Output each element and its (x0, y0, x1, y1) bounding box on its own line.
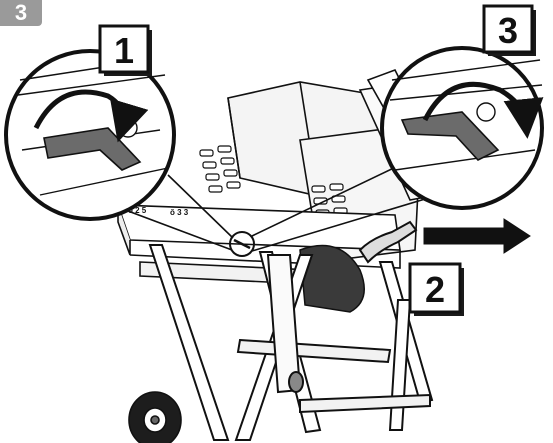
callout-box-3: 3 (482, 4, 536, 56)
zoom-circle-right (380, 46, 544, 210)
callout-number-1: 1 (114, 30, 134, 71)
label-lever-right: ŏ 3 3 (170, 208, 189, 217)
lever-location-circle (229, 231, 255, 257)
rotate-arrow-icon (422, 81, 544, 139)
pull-arrow-icon (423, 218, 531, 254)
callout-number-3: 3 (498, 10, 518, 51)
transport-wheel (128, 391, 182, 443)
callout-number-2: 2 (425, 269, 445, 310)
zoom-circle-left (4, 49, 176, 221)
callout-box-2: 2 (408, 262, 464, 316)
saw-blade (299, 244, 365, 313)
callout-box-1: 1 (98, 24, 152, 76)
stand-frame (148, 244, 434, 441)
label-lever-left: ŏ 2 5 (128, 206, 147, 215)
step-number-badge: 3 (0, 0, 42, 26)
rotate-arrow-icon (33, 89, 149, 143)
callout-leader-lines (119, 164, 456, 252)
feed-handle (358, 220, 418, 264)
